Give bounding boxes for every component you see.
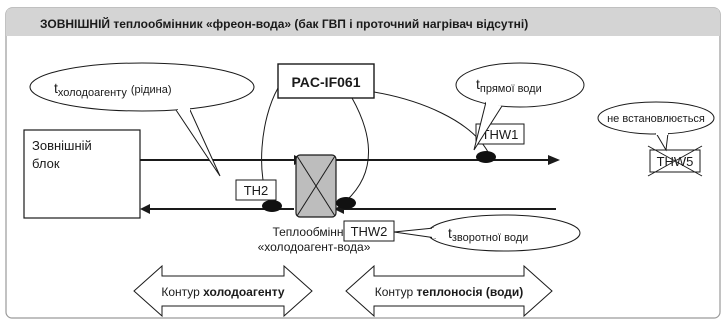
- sensor-dot-thw2: [336, 197, 356, 209]
- sensor-box-thw1: [475, 123, 525, 145]
- sensor-box-th2: [235, 179, 277, 201]
- title-bar: [6, 8, 720, 36]
- outdoor-unit-label-line2: блок: [32, 156, 60, 171]
- sensor-box-thw2: [343, 220, 395, 242]
- controller-label: PAC-IF061: [292, 74, 361, 90]
- temp-suffix: (рідина): [131, 84, 172, 96]
- callout-pointer-mask: [656, 130, 668, 135]
- callout-pointer: [175, 109, 221, 177]
- sensor-dot-th2: [262, 200, 282, 212]
- sensor-label-th2: TH2: [244, 183, 269, 198]
- callout-return-water-text: tзворотної води: [448, 225, 528, 244]
- callout-pointer-mask: [486, 99, 502, 105]
- temp-subscript: холодоагенту: [58, 87, 127, 99]
- controller-box: [277, 63, 375, 99]
- arrow-right-icon: [548, 155, 560, 165]
- temp-symbol: t: [476, 76, 480, 92]
- temp-symbol: t: [448, 225, 452, 241]
- sensor-dot-thw1: [476, 151, 496, 163]
- callout-pointer-mask: [178, 106, 190, 112]
- outdoor-unit-label-line1: Зовнішній: [32, 138, 92, 153]
- heat-exchanger-label-line2: «холодоагент-вода»: [258, 240, 371, 254]
- callout-direct-water-temp: [455, 62, 585, 108]
- heat-exchanger-cross: [296, 155, 336, 217]
- callout-pointer: [655, 132, 669, 152]
- diagram-title: ЗОВНІШНІЙ теплообмінник «фреон-вода» (ба…: [40, 16, 528, 31]
- outdoor-unit-box: [23, 129, 141, 219]
- callout-not-installed-text: не встановлюється: [607, 113, 705, 125]
- callout-refrigerant-temp: [29, 62, 255, 112]
- temp-subscript: прямої води: [480, 83, 542, 95]
- temp-symbol: t: [54, 80, 58, 96]
- callout-pointer-mask: [432, 228, 438, 238]
- circuit-heat-carrier-bold: теплоносія (води): [417, 285, 524, 299]
- temp-subscript: зворотної води: [452, 232, 528, 244]
- callout-pointer: [473, 101, 503, 151]
- arrow-left-icon: [140, 204, 150, 214]
- callout-pointer: [393, 227, 437, 239]
- sensor-label-thw2: THW2: [351, 224, 388, 239]
- circuit-refrigerant-label: Контур холодоагенту: [161, 285, 285, 299]
- sensor-label-thw1: THW1: [482, 127, 519, 142]
- callout-direct-water-text: tпрямої води: [476, 76, 542, 95]
- cross-out-icon: [647, 145, 703, 177]
- circuit-heat-carrier-label: Контур теплоносія (води): [375, 285, 524, 299]
- circuit-refrigerant-arrow: [133, 264, 313, 318]
- circuit-heat-carrier-arrow: [345, 264, 553, 318]
- heat-exchanger-label-line1: Теплообмінник: [272, 225, 356, 239]
- circuit-refrigerant-prefix: Контур: [161, 285, 203, 299]
- circuit-heat-carrier-prefix: Контур: [375, 285, 417, 299]
- circuit-refrigerant-bold: холодоагенту: [203, 285, 285, 299]
- callout-refrigerant-text: tхолодоагенту (рідина): [54, 80, 172, 99]
- wire-thw2: [345, 97, 369, 202]
